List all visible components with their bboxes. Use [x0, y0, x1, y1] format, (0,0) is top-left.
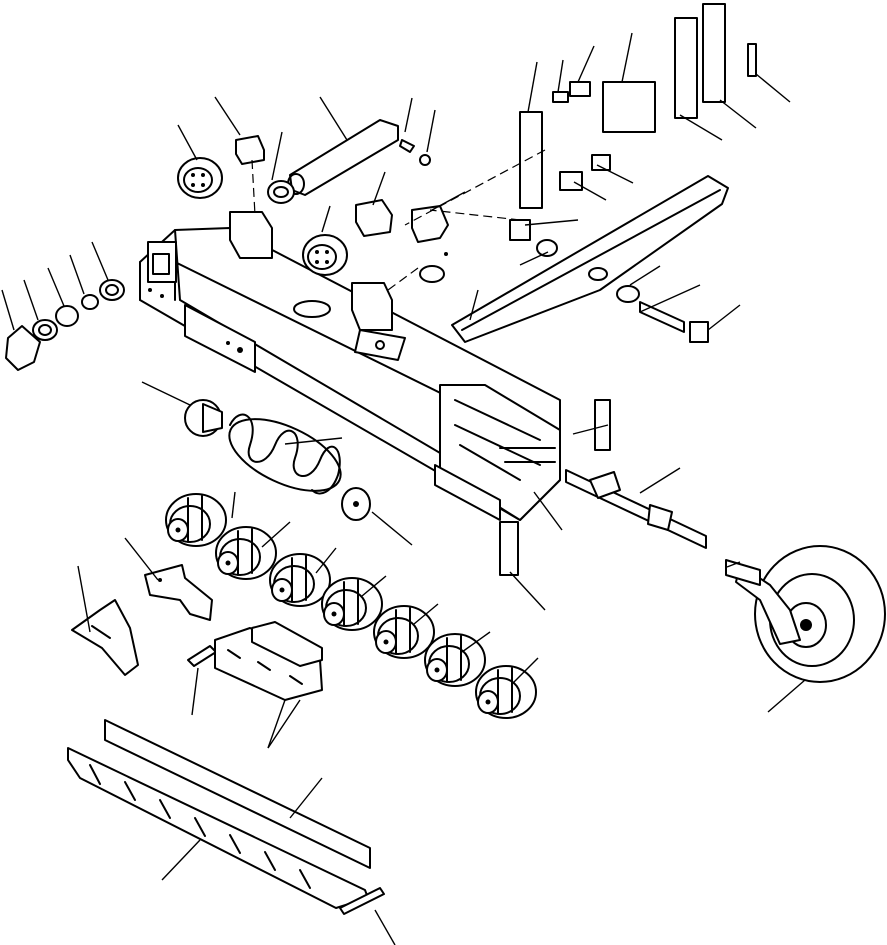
leader-line [271, 131, 283, 181]
idler-yoke-shaft [565, 469, 707, 549]
leader-line [319, 96, 348, 141]
leader-line [557, 59, 564, 93]
track-roller [373, 605, 435, 659]
track-roller [215, 526, 277, 580]
leader-line [124, 537, 159, 581]
leader-line [315, 547, 337, 574]
leader-line [91, 241, 109, 281]
leader-line [77, 565, 91, 633]
cover-plate-and-rings [5, 279, 125, 371]
leader-lines [1, 32, 806, 945]
leader-line [413, 603, 439, 625]
leader-line [267, 699, 301, 749]
track-roller [321, 577, 383, 631]
guard-pin [187, 645, 217, 667]
leader-line [527, 61, 538, 113]
leader-line [726, 561, 741, 568]
rock-guard-short [214, 621, 323, 701]
leader-line [161, 839, 201, 881]
leader-line [524, 219, 579, 226]
wear-plates [509, 3, 757, 343]
carrier-roller-bracket [355, 199, 449, 283]
leader-line [519, 251, 549, 266]
leader-line [374, 909, 396, 945]
leader-line [719, 99, 757, 129]
track-frame [139, 211, 561, 521]
leader-line [372, 171, 386, 206]
leader-line [214, 96, 241, 136]
leader-line [426, 109, 436, 153]
leader-line [707, 304, 741, 331]
leader-line [639, 284, 701, 313]
leader-line [509, 571, 546, 611]
leader-line [621, 32, 633, 83]
track-rollers [165, 493, 537, 719]
leader-line [767, 679, 806, 713]
leader-line [577, 45, 595, 83]
leader-line [755, 73, 791, 103]
spring-washer-plate [341, 487, 371, 521]
leader-line [511, 657, 539, 685]
leader-line [639, 467, 681, 494]
leader-line [461, 631, 491, 653]
leader-line [231, 491, 236, 519]
leader-line [141, 381, 191, 406]
guard-bracket-lower [71, 599, 139, 676]
recoil-spring [228, 413, 342, 495]
leader-line [261, 521, 291, 548]
leader-line [23, 279, 39, 321]
leader-line [371, 511, 413, 546]
leader-line [191, 667, 199, 716]
leader-line [289, 777, 323, 819]
slide-blocks [499, 399, 611, 576]
leader-line [361, 575, 387, 597]
leader-line [573, 181, 607, 201]
leader-line [469, 289, 479, 321]
leader-line [572, 424, 609, 435]
guard-bracket-left [144, 564, 213, 621]
leader-line [533, 491, 563, 531]
alignment-lines [251, 149, 546, 291]
leader-line [629, 265, 661, 286]
leader-line [177, 124, 198, 161]
bushing-and-pin [536, 239, 685, 333]
track-roller [165, 493, 227, 547]
leader-line [431, 191, 466, 211]
carrier-roller-front [177, 157, 223, 199]
leader-line [1, 289, 15, 331]
block-and-rings [235, 135, 431, 204]
track-roller [269, 553, 331, 607]
leader-line [321, 205, 331, 233]
idler-wheel [725, 545, 886, 683]
leader-line [284, 437, 343, 445]
long-guard-pin [339, 887, 385, 915]
leader-line [596, 164, 634, 184]
leader-line [267, 699, 286, 749]
track-roller [475, 665, 537, 719]
carrier-roller-shaft [287, 119, 399, 196]
carrier-roller-rear [302, 234, 348, 276]
leader-line [47, 267, 65, 307]
equalizer-bar [451, 175, 729, 343]
leader-line [679, 114, 723, 141]
leader-line [404, 97, 413, 133]
leader-line [69, 254, 85, 295]
rock-guard-long [67, 719, 371, 909]
spring-seat [184, 399, 223, 437]
